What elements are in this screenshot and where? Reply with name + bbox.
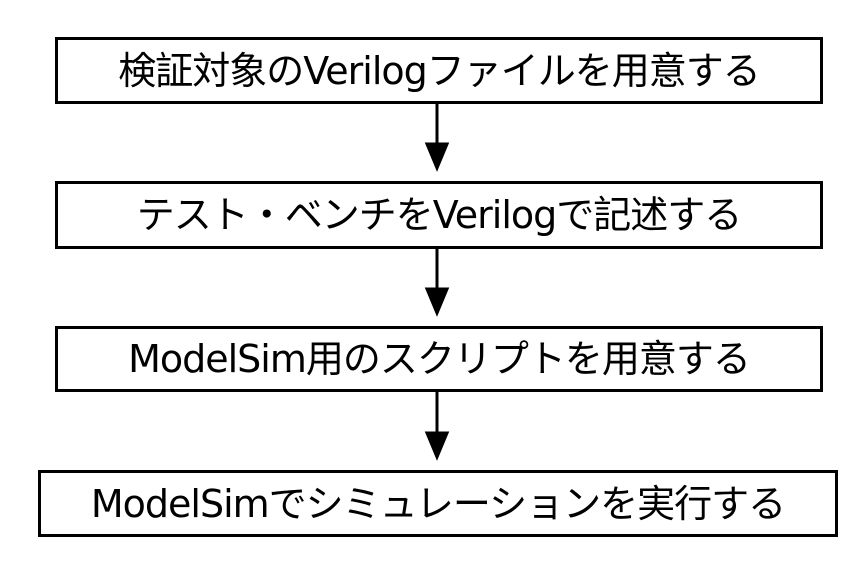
flow-step-2: テスト・ベンチをVerilogで記述する	[55, 181, 823, 249]
flow-arrow-3	[424, 392, 450, 461]
flow-arrow-2	[424, 249, 450, 317]
flow-step-2-label: テスト・ベンチをVerilogで記述する	[136, 193, 743, 237]
flow-step-1: 検証対象のVerilogファイルを用意する	[55, 37, 823, 104]
flow-step-1-label: 検証対象のVerilogファイルを用意する	[118, 48, 761, 93]
flow-step-3-label: ModelSim用のスクリプトを用意する	[128, 337, 751, 381]
flow-arrow-1	[424, 104, 450, 172]
flow-step-4-label: ModelSimでシミュレーションを実行する	[90, 481, 786, 526]
flow-step-4: ModelSimでシミュレーションを実行する	[38, 470, 838, 537]
flow-step-3: ModelSim用のスクリプトを用意する	[55, 326, 823, 392]
